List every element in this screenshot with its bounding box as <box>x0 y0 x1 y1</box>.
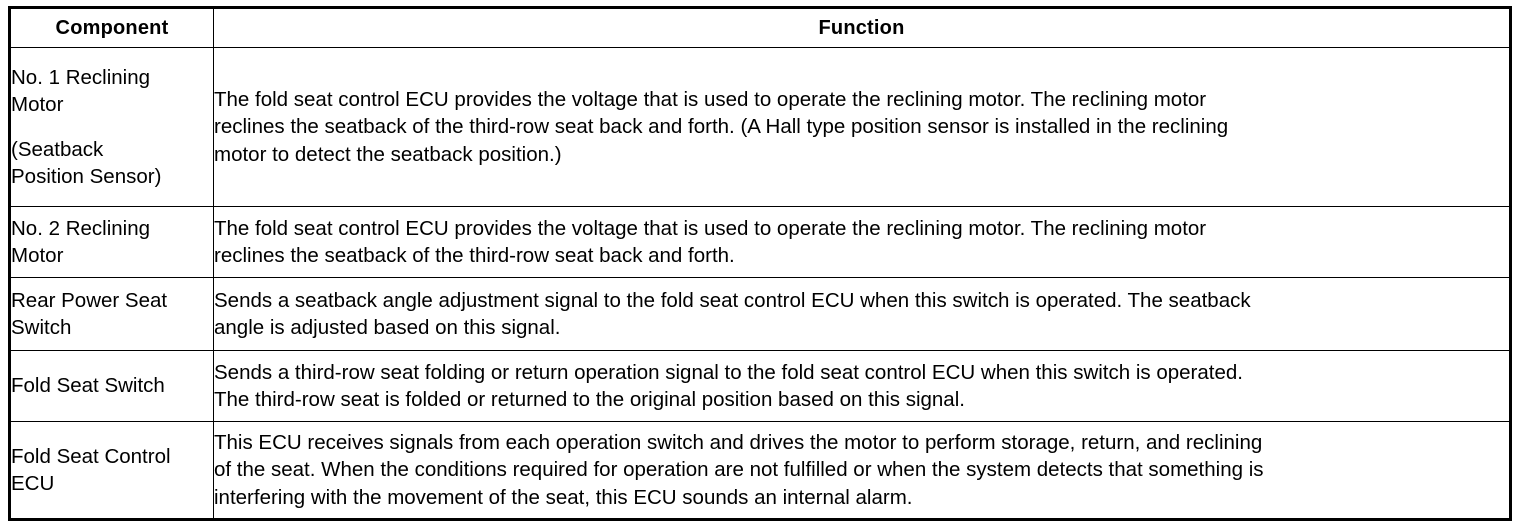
component-line: No. 2 Reclining <box>11 216 151 240</box>
function-line: The fold seat control ECU provides the v… <box>214 88 1207 112</box>
function-line: of the seat. When the conditions require… <box>214 458 1264 482</box>
cell-function: Sends a seatback angle adjustment signal… <box>213 277 1511 351</box>
table-header: Component Function <box>9 7 1511 48</box>
component-line: Fold Seat Control <box>11 444 171 468</box>
table-row: Fold Seat Control ECU This ECU receives … <box>9 421 1511 520</box>
table-header-row: Component Function <box>9 7 1511 48</box>
component-line: No. 1 Reclining <box>11 65 151 89</box>
cell-component: Fold Seat Switch <box>9 350 214 422</box>
component-line: ECU <box>11 472 55 495</box>
component-line: Fold Seat Switch <box>11 374 165 398</box>
component-line: Motor <box>11 92 64 116</box>
cell-function: The fold seat control ECU provides the v… <box>213 206 1511 278</box>
function-line: Sends a seatback angle adjustment signal… <box>214 288 1251 312</box>
function-line: interfering with the movement of the sea… <box>214 485 913 509</box>
component-line: Position Sensor) <box>11 165 162 189</box>
cell-function: This ECU receives signals from each oper… <box>213 421 1511 520</box>
cell-function: Sends a third-row seat folding or return… <box>213 350 1511 422</box>
function-line: The third-row seat is folded or returned… <box>214 388 965 411</box>
function-line: motor to detect the seatback position.) <box>214 142 562 166</box>
component-function-table: Component Function No. 1 Reclining Motor… <box>8 6 1512 521</box>
cell-component: Fold Seat Control ECU <box>9 421 214 520</box>
component-line: Rear Power Seat <box>11 288 168 312</box>
component-line-spacer <box>11 118 213 136</box>
function-line: reclines the seatback of the third-row s… <box>214 115 1229 139</box>
header-function: Function <box>213 7 1511 48</box>
component-line: Switch <box>11 316 72 339</box>
function-line: Sends a third-row seat folding or return… <box>214 360 1243 384</box>
function-line: The fold seat control ECU provides the v… <box>214 216 1207 240</box>
cell-component: No. 1 Reclining Motor (Seatback Position… <box>9 47 214 207</box>
function-line: This ECU receives signals from each oper… <box>214 431 1263 455</box>
table-row: Fold Seat Switch Sends a third-row seat … <box>9 350 1511 422</box>
table-body: No. 1 Reclining Motor (Seatback Position… <box>9 47 1511 520</box>
cell-component: Rear Power Seat Switch <box>9 277 214 351</box>
cell-function: The fold seat control ECU provides the v… <box>213 47 1511 207</box>
table-row: No. 1 Reclining Motor (Seatback Position… <box>9 47 1511 207</box>
spec-table-container: Component Function No. 1 Reclining Motor… <box>8 6 1512 521</box>
header-component: Component <box>9 7 214 48</box>
component-line: (Seatback <box>11 138 104 162</box>
table-row: No. 2 Reclining Motor The fold seat cont… <box>9 206 1511 278</box>
function-line: angle is adjusted based on this signal. <box>214 316 561 339</box>
cell-component: No. 2 Reclining Motor <box>9 206 214 278</box>
function-line: reclines the seatback of the third-row s… <box>214 244 735 267</box>
table-row: Rear Power Seat Switch Sends a seatback … <box>9 277 1511 351</box>
component-line: Motor <box>11 244 64 267</box>
